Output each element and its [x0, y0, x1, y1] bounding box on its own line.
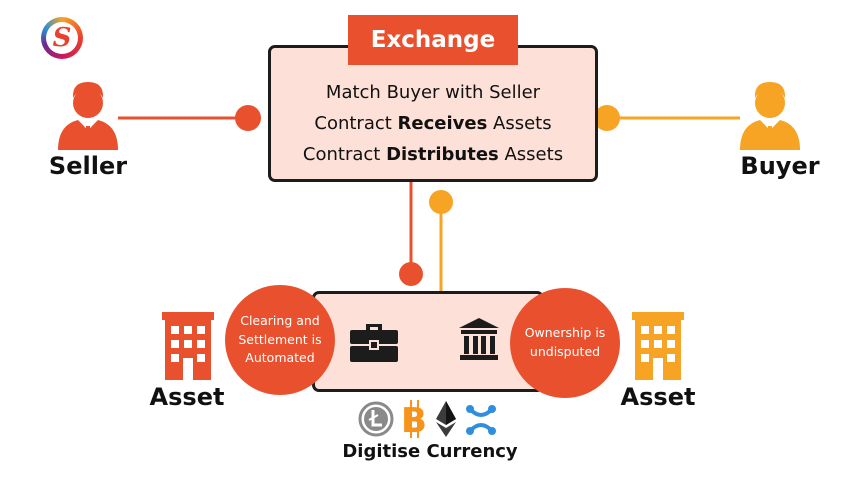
briefcase-icon	[348, 318, 400, 364]
clearing-line2: Settlement is	[238, 331, 322, 347]
exchange-title: Exchange	[348, 15, 518, 65]
left-asset-label: Asset	[149, 383, 225, 411]
seller-connector-dot	[235, 105, 261, 131]
ethereum-icon	[436, 401, 456, 437]
clearing-line1: Clearing and	[240, 312, 320, 328]
exchange-line-distributes: Contract Distributes Assets	[268, 144, 598, 165]
exchange-line-match: Match Buyer with Seller	[268, 82, 598, 103]
buyer-label: Buyer	[740, 152, 820, 180]
seller-businessman-icon	[58, 82, 118, 150]
exchange-line2-post: Assets	[487, 113, 552, 134]
buyer-businessman-icon	[740, 82, 800, 150]
right-building-icon	[632, 312, 684, 380]
svg-text:B: B	[401, 401, 427, 441]
digitise-currency-label: Digitise Currency	[342, 441, 518, 462]
exchange-line3-pre: Contract	[302, 144, 387, 165]
exchange-line2-bold: Receives	[397, 113, 488, 134]
logo: S	[41, 17, 83, 59]
seller-label: Seller	[48, 152, 128, 180]
logo-s-mark: S	[46, 22, 78, 54]
down-connector-dot	[399, 262, 423, 286]
exchange-line3-bold: Distributes	[386, 144, 499, 165]
exchange-line2-pre: Contract	[314, 113, 398, 134]
clearing-circle: Clearing and Settlement is Automated	[225, 285, 335, 395]
bitcoin-icon: B	[401, 400, 427, 441]
exchange-line1-text: Match Buyer with Seller	[325, 82, 541, 103]
litecoin-icon	[358, 401, 394, 437]
ownership-line1: Ownership is	[524, 325, 606, 341]
ownership-line2: undisputed	[529, 344, 601, 359]
ownership-circle: Ownership is undisputed	[510, 288, 620, 398]
clearing-line3: Automated	[245, 350, 315, 366]
buyer-connector-dot	[594, 105, 620, 131]
exchange-line3-post: Assets	[498, 144, 564, 165]
right-asset-label: Asset	[620, 383, 696, 411]
up-connector-dot	[429, 190, 453, 214]
bank-icon	[457, 316, 501, 362]
exchange-line-receives: Contract Receives Assets	[268, 113, 598, 134]
left-building-icon	[162, 312, 214, 380]
ripple-icon	[466, 405, 496, 435]
